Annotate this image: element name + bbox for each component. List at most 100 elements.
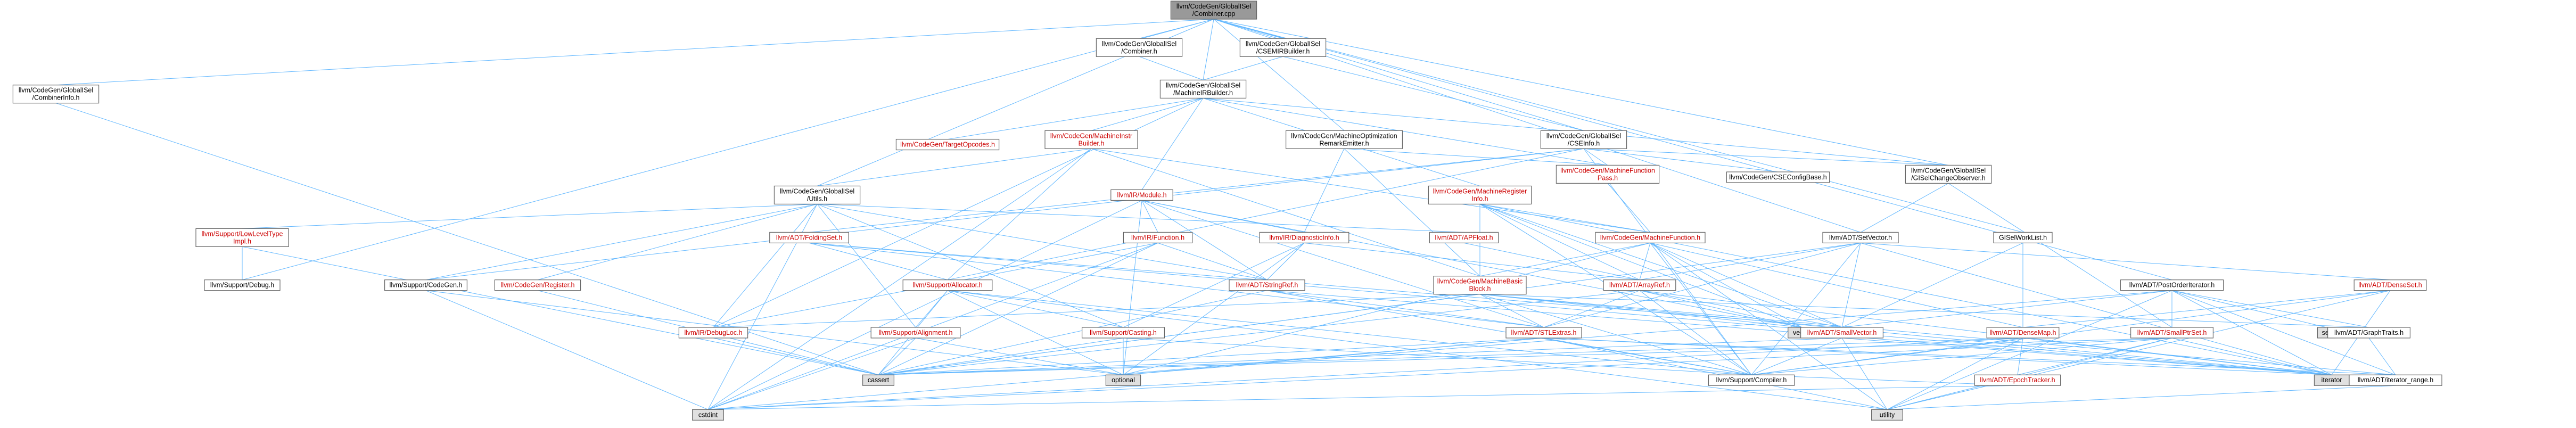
node-gischangeobserver[interactable]: llvm/CodeGen/GlobalISel/GISelChangeObser… [1905,164,1992,184]
node-mirbuilder[interactable]: llvm/CodeGen/GlobalISel/MachineIRBuilder… [1159,79,1247,98]
node-label: llvm/Support/Allocator.h [912,282,982,289]
node-machinefunction[interactable]: llvm/CodeGen/MachineFunction.h [1595,232,1706,243]
node-label: llvm/ADT/SmallVector.h [1807,329,1877,336]
node-label: GISelWorkList.h [1999,234,2047,241]
node-utils[interactable]: llvm/CodeGen/GlobalISel/Utils.h [773,185,861,205]
edge [1650,242,1842,328]
node-gisworklist[interactable]: GISelWorkList.h [1993,232,2053,243]
node-label: llvm/CodeGen/GlobalISel [1911,167,1986,174]
node-combinerinfo[interactable]: llvm/CodeGen/GlobalISel/CombinerInfo.h [12,85,100,104]
node-mor_emitter[interactable]: llvm/CodeGen/MachineOptimizationRemarkEm… [1286,130,1403,149]
node-csemirbuilder[interactable]: llvm/CodeGen/GlobalISel/CSEMIRBuilder.h [1239,38,1327,57]
node-densemapinfo[interactable]: llvm/ADT/DenseSet.h [2353,279,2427,291]
edge-postorder-to-graphtraits [2171,290,2369,328]
node-box [2327,327,2411,339]
node-label: llvm/Support/Compiler.h [1716,376,1787,384]
edge [1583,148,1779,172]
edge [809,148,1584,233]
edge [1123,242,1305,328]
node-label: /GISelChangeObserver.h [1911,174,1986,182]
edge-densemap-to-iterator [2022,338,2332,375]
node-iterator_range[interactable]: llvm/ADT/iterator_range.h [2349,374,2442,386]
node-allocator[interactable]: llvm/Support/Allocator.h [902,279,993,291]
node-codegenregister[interactable]: llvm/CodeGen/Register.h [494,279,581,291]
node-targetopcodes[interactable]: llvm/CodeGen/TargetOpcodes.h [895,138,1000,151]
node-label: RemarkEmitter.h [1319,139,1369,147]
edge [425,290,1124,375]
node-compiler[interactable]: llvm/Support/Compiler.h [1708,374,1795,386]
node-label: llvm/ADT/SetVector.h [1829,234,1892,241]
node-box [1974,374,2061,386]
node-cseconfigbase[interactable]: llvm/CodeGen/CSEConfigBase.h [1726,171,1830,183]
edge [817,203,1464,233]
edge [1479,203,1803,328]
node-label: llvm/ADT/StringRef.h [1236,282,1298,289]
node-irmodule[interactable]: llvm/IR/Module.h [1110,189,1173,201]
node-label: iterator [2322,376,2342,384]
edge [1860,183,1949,233]
node-apfloat[interactable]: llvm/ADT/APFloat.h [1429,232,1499,243]
node-label: llvm/CodeGen/MachineFunction.h [1600,234,1700,241]
node-densemap[interactable]: llvm/ADT/DenseMap.h [1986,327,2060,339]
edge [2017,338,2172,375]
edge [1650,243,1752,375]
edge-smallptrset-to-utility [1887,338,2172,410]
edge-gisworklist-to-smallvector [1841,242,2023,328]
edge [1344,148,1480,277]
edge [947,290,1752,375]
node-box [692,409,724,421]
node-smallvector[interactable]: llvm/ADT/SmallVector.h [1800,327,1884,339]
node-supportdebug[interactable]: llvm/Support/Debug.h [204,279,281,291]
edge-mirbuilder-to-machineinstrbuilder [1091,97,1204,131]
edge-diaginfo-to-optional [1123,242,1305,375]
node-box [1800,327,1884,339]
edge-irmodule-to-stlextras [1141,200,1544,328]
edge-machinefunction-to-smallvector [1650,242,1842,328]
node-supportcodegen[interactable]: llvm/Support/CodeGen.h [384,279,467,291]
node-stringref[interactable]: llvm/ADT/StringRef.h [1229,279,1305,291]
edge [707,338,916,410]
node-combiner_h[interactable]: llvm/CodeGen/GlobalISel/Combiner.h [1096,38,1183,57]
node-debugloc[interactable]: llvm/IR/DebugLoc.h [678,327,748,339]
node-arrayref[interactable]: llvm/ADT/ArrayRef.h [1603,279,1676,291]
node-box [1822,232,1899,243]
node-label: /CSEInfo.h [1568,139,1600,147]
node-diaginfo[interactable]: llvm/IR/DiagnosticInfo.h [1259,232,1349,243]
node-label: /Combiner.h [1121,47,1157,55]
node-label: llvm/ADT/ArrayRef.h [1609,282,1670,289]
edge-mbb-to-debugloc [713,294,1480,328]
edge-mbb-to-stlextras [1479,294,1544,328]
node-stlextras[interactable]: llvm/ADT/STLExtras.h [1505,327,1582,339]
edge [1479,294,2369,328]
node-graphtraits[interactable]: llvm/ADT/GraphTraits.h [2327,327,2411,339]
node-label: llvm/IR/DebugLoc.h [684,329,742,336]
edge-machinefunction-to-compiler [1650,243,1752,375]
edge [1479,294,1752,375]
node-smallptrset[interactable]: llvm/ADT/SmallPtrSet.h [2130,327,2214,339]
node-casting[interactable]: llvm/Support/Casting.h [1081,327,1165,339]
node-foldingset[interactable]: llvm/ADT/FoldingSet.h [769,232,849,243]
edge-utils-to-stringref [817,203,1268,281]
node-postorder[interactable]: llvm/ADT/PostOrderIterator.h [2120,279,2224,291]
edge [707,148,1092,410]
node-label: llvm/IR/Function.h [1131,234,1184,241]
node-alignment[interactable]: llvm/Support/Alignment.h [870,327,961,339]
node-box [862,374,894,386]
edge-setvector-to-arrayref [1639,242,1861,281]
node-cseinfo[interactable]: llvm/CodeGen/GlobalISel/CSEInfo.h [1540,130,1627,149]
edge [1479,242,1651,277]
edge-cseinfo-to-allocator [947,148,1584,281]
node-cstdint: cstdint [692,409,724,421]
node-irfunction[interactable]: llvm/IR/Function.h [1123,232,1193,243]
edge-irfunction-to-cstdint [707,242,1158,410]
node-label: llvm/CodeGen/GlobalISel [1246,40,1320,47]
node-epochtracker[interactable]: llvm/ADT/EpochTracker.h [1974,374,2061,386]
node-setvector[interactable]: llvm/ADT/SetVector.h [1822,232,1899,243]
edge [1091,97,1204,131]
node-box [1428,185,1532,205]
